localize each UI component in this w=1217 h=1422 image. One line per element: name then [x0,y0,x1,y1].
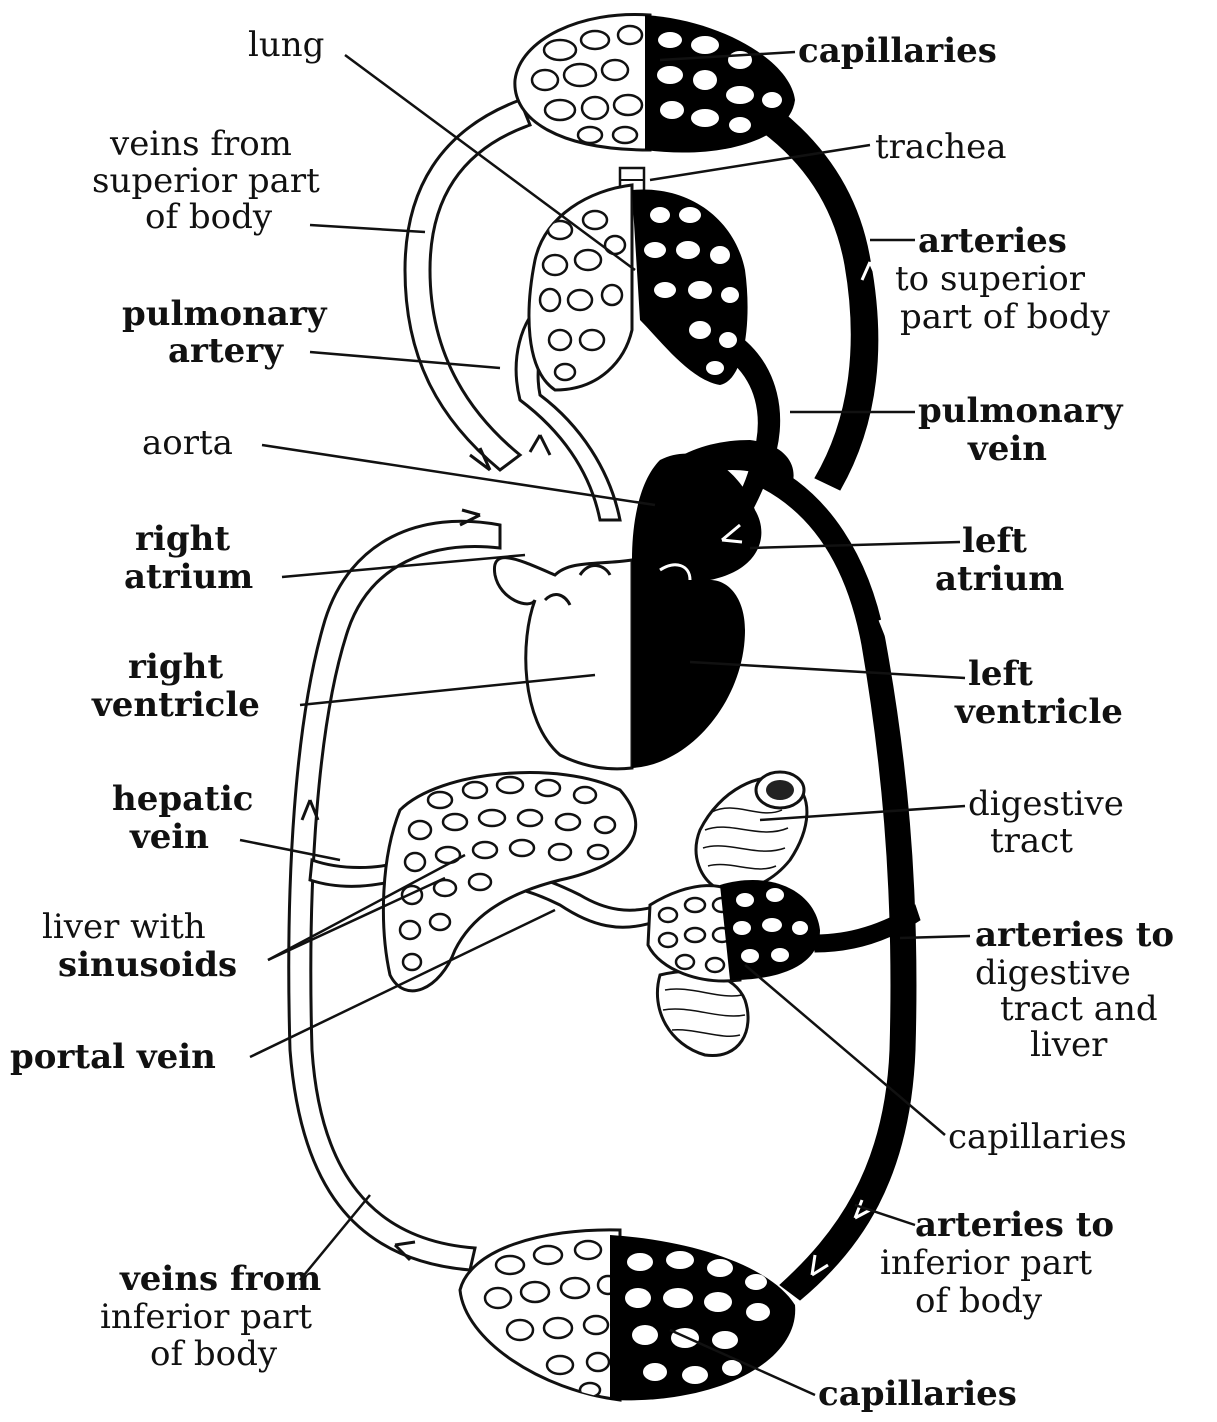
svg-text:atrium: atrium [124,557,253,597]
label-right-ventricle: right ventricle [91,647,260,725]
svg-text:atrium: atrium [935,559,1064,599]
label-hepatic-vein: hepatic vein [112,779,253,857]
svg-text:left: left [962,521,1027,561]
label-veins-superior: veins from superior part of body [92,124,320,237]
svg-text:arteries: arteries [918,221,1067,261]
label-liver: liver with sinusoids [42,907,237,985]
svg-text:pulmonary: pulmonary [918,391,1124,431]
svg-text:trachea: trachea [875,127,1007,167]
svg-text:vein: vein [129,817,209,857]
label-arteries-inferior: arteries to inferior part of body [880,1205,1114,1321]
svg-text:part of body: part of body [900,297,1111,337]
capillaries-top-bed [515,14,795,152]
label-lung: lung [248,25,324,65]
svg-text:capillaries: capillaries [818,1374,1017,1414]
svg-text:ventricle: ventricle [91,685,260,725]
label-veins-inferior: veins from inferior part of body [100,1259,321,1374]
svg-text:right: right [128,647,223,687]
svg-text:vein: vein [967,429,1047,469]
svg-text:liver with: liver with [42,907,206,947]
svg-text:inferior part: inferior part [880,1243,1092,1283]
label-left-atrium: left atrium [935,521,1064,599]
aorta-descending [750,460,916,1300]
svg-text:arteries to: arteries to [915,1205,1114,1245]
label-arteries-digestive: arteries to digestive tract and liver [975,915,1174,1065]
label-aorta: aorta [142,423,233,463]
label-arteries-superior: arteries to superior part of body [895,221,1111,337]
svg-text:capillaries: capillaries [798,31,997,71]
svg-text:artery: artery [168,331,284,371]
svg-text:sinusoids: sinusoids [58,945,237,985]
svg-text:portal vein: portal vein [10,1037,216,1077]
label-capillaries-bottom: capillaries [818,1374,1017,1414]
svg-text:pulmonary: pulmonary [122,294,328,334]
svg-text:veins from: veins from [119,1259,321,1299]
svg-text:digestive: digestive [968,784,1124,824]
svg-text:superior part: superior part [92,161,320,201]
svg-text:lung: lung [248,25,324,65]
svg-text:digestive: digestive [975,953,1131,993]
label-left-ventricle: left ventricle [954,654,1123,732]
svg-text:arteries to: arteries to [975,915,1174,955]
svg-text:left: left [968,654,1033,694]
svg-text:veins from: veins from [109,124,292,164]
svg-text:of body: of body [915,1281,1043,1321]
svg-text:of body: of body [145,197,273,237]
svg-text:inferior part: inferior part [100,1297,312,1337]
svg-text:ventricle: ventricle [954,692,1123,732]
svg-text:right: right [135,519,230,559]
svg-text:hepatic: hepatic [112,779,253,819]
label-digestive-tract: digestive tract [968,784,1124,861]
heart-right-side [494,558,632,769]
label-pulmonary-vein: pulmonary vein [918,391,1124,469]
label-pulmonary-artery: pulmonary artery [122,294,328,371]
svg-text:aorta: aorta [142,423,233,463]
capillaries-bottom-bed [460,1230,795,1401]
svg-text:capillaries: capillaries [948,1117,1127,1157]
digestive-tract [648,772,820,1056]
svg-text:tract and: tract and [1000,989,1158,1029]
label-capillaries-mid: capillaries [948,1117,1127,1157]
label-trachea: trachea [875,127,1007,167]
svg-text:tract: tract [990,821,1073,861]
liver [383,773,635,991]
svg-text:liver: liver [1030,1025,1108,1065]
svg-text:of body: of body [150,1334,278,1374]
label-capillaries-top: capillaries [798,31,997,71]
label-right-atrium: right atrium [124,519,253,597]
superior-vein [405,100,530,470]
label-portal-vein: portal vein [10,1037,216,1077]
svg-text:to superior: to superior [895,259,1086,299]
